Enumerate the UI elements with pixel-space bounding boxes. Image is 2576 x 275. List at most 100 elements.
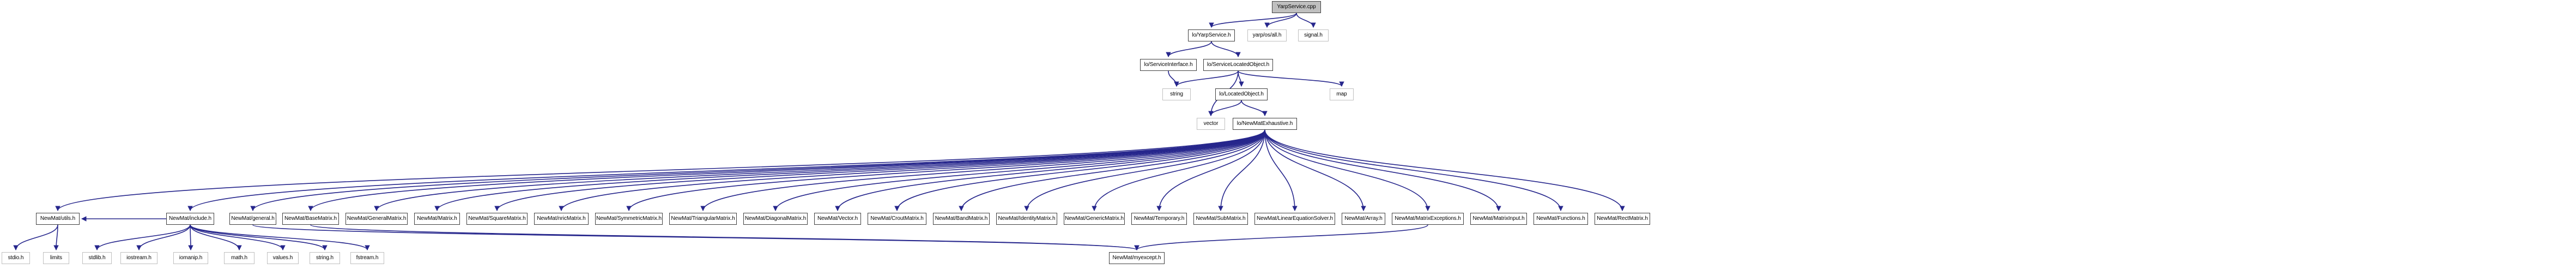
graph-node-label: stdio.h xyxy=(8,255,24,261)
graph-node-label: NewMat/DiagonalMatrix.h xyxy=(744,216,807,222)
graph-node-newmat-array-h[interactable]: NewMat/Array.h xyxy=(1342,213,1385,225)
graph-node-math-h[interactable]: math.h xyxy=(224,252,254,264)
graph-node-label: NewMat/Vector.h xyxy=(817,216,858,222)
graph-node-newmat-diagonalmatrix-h[interactable]: NewMat/DiagonalMatrix.h xyxy=(743,213,808,225)
graph-node-newmat-genericmatrix-h[interactable]: NewMat/GenericMatrix.h xyxy=(1064,213,1125,225)
graph-node-signal-h[interactable]: signal.h xyxy=(1298,29,1329,41)
graph-node-newmat-triangularmatrix-h[interactable]: NewMat/TriangularMatrix.h xyxy=(669,213,737,225)
graph-node-newmat-include-h[interactable]: NewMat/include.h xyxy=(166,213,214,225)
graph-node-newmat-linearequationsolver-h[interactable]: NewMat/LinearEquationSolver.h xyxy=(1254,213,1335,225)
graph-node-label: NewMat/general.h xyxy=(231,216,275,222)
graph-edge xyxy=(1264,129,1501,211)
graph-edge xyxy=(1168,70,1179,87)
graph-node-newmat-basematrix-h[interactable]: NewMat/BaseMatrix.h xyxy=(282,213,339,225)
graph-edge xyxy=(894,129,1265,211)
graph-edge xyxy=(188,224,193,250)
graph-edge xyxy=(252,224,1139,250)
graph-node-label: NewMat/MatrixExceptions.h xyxy=(1395,216,1461,222)
graph-edge xyxy=(190,224,328,250)
graph-edge xyxy=(1156,129,1265,211)
graph-edge xyxy=(1174,70,1239,87)
graph-node-label: NewMat/TriangularMatrix.h xyxy=(671,216,735,222)
graph-node-label: NewMat/MatrixInput.h xyxy=(1472,216,1525,222)
graph-node-stdlib-h[interactable]: stdlib.h xyxy=(82,252,112,264)
graph-node-yarp-os-all-h[interactable]: yarp/os/all.h xyxy=(1247,29,1287,41)
graph-node-newmat-submatrix-h[interactable]: NewMat/SubMatrix.h xyxy=(1193,213,1248,225)
graph-node-newmat-temporary-h[interactable]: NewMat/Temporary.h xyxy=(1131,213,1187,225)
graph-node-iostream-h[interactable]: iostream.h xyxy=(120,252,157,264)
graph-edge xyxy=(1264,13,1297,28)
graph-node-label: NewMat/BandMatrix.h xyxy=(935,216,988,222)
graph-node-newmat-squarematrix-h[interactable]: NewMat/SquareMatrix.h xyxy=(466,213,528,225)
graph-node-yarpservice-cpp[interactable]: YarpService.cpp xyxy=(1272,1,1321,13)
graph-node-lo-yarpservice-h[interactable]: lo/YarpService.h xyxy=(1188,29,1235,41)
graph-edge xyxy=(1024,129,1265,211)
graph-node-label: YarpService.cpp xyxy=(1277,4,1316,10)
graph-edge xyxy=(1264,129,1563,211)
graph-node-newmat-matrixinput-h[interactable]: NewMat/MatrixInput.h xyxy=(1470,213,1527,225)
graph-node-stdio-h[interactable]: stdio.h xyxy=(2,252,30,264)
graph-edge xyxy=(190,224,370,250)
graph-node-newmat-symmetricmatrix-h[interactable]: NewMat/SymmetricMatrix.h xyxy=(595,213,663,225)
graph-node-label: fstream.h xyxy=(356,255,379,261)
graph-edge xyxy=(1092,129,1265,211)
graph-node-newmat-croutmatrix-h[interactable]: NewMat/CroutMatrix.h xyxy=(868,213,926,225)
graph-node-lo-newmatexhaustive-h[interactable]: lo/NewMatExhaustive.h xyxy=(1233,118,1297,130)
graph-node-newmat-general-h[interactable]: NewMat/general.h xyxy=(229,213,276,225)
graph-node-newmat-nricmatrix-h[interactable]: NewMat/nricMatrix.h xyxy=(534,213,589,225)
graph-node-vector[interactable]: vector xyxy=(1197,118,1225,130)
graph-edge xyxy=(1134,224,1428,250)
graph-node-lo-servicelocatedobject-h[interactable]: lo/ServiceLocatedObject.h xyxy=(1203,59,1273,71)
graph-node-newmat-functions-h[interactable]: NewMat/Functions.h xyxy=(1534,213,1588,225)
graph-node-label: NewMat/myexcept.h xyxy=(1112,255,1161,261)
graph-node-label: values.h xyxy=(272,255,293,261)
graph-node-lo-locatedobject-h[interactable]: lo/LocatedObject.h xyxy=(1215,88,1268,100)
graph-edge xyxy=(773,129,1265,211)
graph-edge xyxy=(374,129,1265,211)
graph-node-lo-serviceinterface-h[interactable]: lo/ServiceInterface.h xyxy=(1140,59,1197,71)
graph-node-newmat-vector-h[interactable]: NewMat/Vector.h xyxy=(814,213,861,225)
graph-node-label: NewMat/RectMatrix.h xyxy=(1597,216,1648,222)
graph-edge xyxy=(835,129,1265,211)
graph-node-label: NewMat/CroutMatrix.h xyxy=(870,216,924,222)
graph-node-newmat-utils-h[interactable]: NewMat/utils.h xyxy=(36,213,80,225)
graph-node-label: NewMat/SquareMatrix.h xyxy=(468,216,526,222)
graph-edge xyxy=(94,224,191,250)
graph-edge xyxy=(1211,41,1241,57)
graph-node-label: NewMat/GeneralMatrix.h xyxy=(347,216,407,222)
graph-node-label: limits xyxy=(50,255,63,261)
graph-node-newmat-identitymatrix-h[interactable]: NewMat/IdentityMatrix.h xyxy=(996,213,1057,225)
graph-node-map[interactable]: map xyxy=(1330,88,1354,100)
graph-edge xyxy=(53,224,59,250)
graph-node-fstream-h[interactable]: fstream.h xyxy=(350,252,384,264)
graph-node-newmat-myexcept-h[interactable]: NewMat/myexcept.h xyxy=(1109,252,1165,264)
graph-node-newmat-rectmatrix-h[interactable]: NewMat/RectMatrix.h xyxy=(1595,213,1650,225)
graph-node-label: NewMat/nricMatrix.h xyxy=(537,216,586,222)
graph-edge xyxy=(136,224,191,250)
graph-edge xyxy=(308,129,1265,211)
graph-edge xyxy=(55,129,1265,211)
graph-node-limits[interactable]: limits xyxy=(43,252,69,264)
graph-edge xyxy=(700,129,1265,211)
graph-node-label: NewMat/Matrix.h xyxy=(417,216,457,222)
graph-node-label: NewMat/Array.h xyxy=(1344,216,1383,222)
graph-node-label: yarp/os/all.h xyxy=(1252,32,1282,38)
graph-node-string[interactable]: string xyxy=(1162,88,1191,100)
graph-node-iomanip-h[interactable]: iomanip.h xyxy=(173,252,208,264)
graph-node-label: lo/NewMatExhaustive.h xyxy=(1237,121,1293,127)
graph-node-label: lo/YarpService.h xyxy=(1192,32,1231,38)
graph-node-newmat-bandmatrix-h[interactable]: NewMat/BandMatrix.h xyxy=(933,213,990,225)
graph-node-newmat-matrixexceptions-h[interactable]: NewMat/MatrixExceptions.h xyxy=(1392,213,1464,225)
graph-node-label: NewMat/SubMatrix.h xyxy=(1196,216,1246,222)
graph-edge xyxy=(190,224,286,250)
graph-node-values-h[interactable]: values.h xyxy=(267,252,299,264)
graph-node-newmat-generalmatrix-h[interactable]: NewMat/GeneralMatrix.h xyxy=(346,213,408,225)
graph-edge xyxy=(1264,129,1625,211)
graph-node-string-h[interactable]: string.h xyxy=(310,252,340,264)
graph-edge xyxy=(250,129,1265,211)
graph-edge xyxy=(1264,129,1366,211)
graph-edge xyxy=(1166,41,1212,57)
graph-node-newmat-matrix-h[interactable]: NewMat/Matrix.h xyxy=(414,213,460,225)
